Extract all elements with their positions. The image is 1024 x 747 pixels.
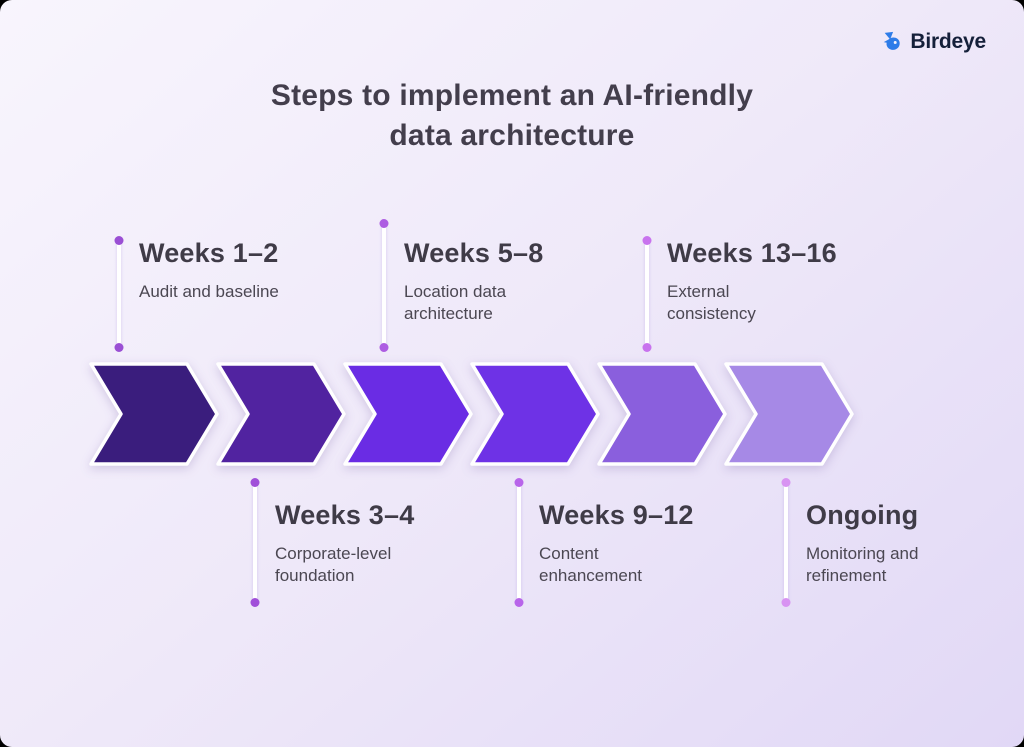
connector-weeks-5-8 — [379, 219, 389, 352]
milestone-weeks-13-16: Weeks 13–16 External consistency — [667, 238, 837, 325]
timeline-dot — [642, 236, 652, 245]
timeline-dot — [514, 478, 524, 487]
timeline-dot — [514, 598, 524, 607]
timeline-dot — [114, 236, 124, 245]
connector-ongoing — [781, 478, 791, 607]
milestone-subtitle: External consistency — [667, 282, 756, 323]
timeline-dot — [379, 219, 389, 228]
timeline-dot — [114, 343, 124, 352]
timeline-dot — [250, 598, 260, 607]
milestone-heading: Weeks 13–16 — [667, 238, 837, 268]
timeline-dot — [379, 343, 389, 352]
chevron-stage-6 — [724, 362, 854, 466]
milestone-subtitle: Location data architecture — [404, 282, 507, 323]
birdeye-bird-icon — [881, 31, 903, 53]
birdeye-logo: Birdeye — [881, 30, 986, 54]
connector-weeks-1-2 — [114, 236, 124, 352]
connector-weeks-3-4 — [250, 478, 260, 607]
connector-weeks-13-16 — [642, 236, 652, 352]
timeline-dot — [642, 343, 652, 352]
milestone-heading: Weeks 5–8 — [404, 238, 544, 268]
milestone-subtitle: Content enhancement — [539, 544, 643, 585]
milestone-subtitle: Monitoring and refinement — [806, 544, 919, 585]
chevron-stage-3 — [343, 362, 473, 466]
timeline-dot — [781, 478, 791, 487]
milestone-ongoing: Ongoing Monitoring and refinement — [806, 500, 961, 587]
milestone-heading: Weeks 1–2 — [139, 238, 279, 268]
connector-weeks-9-12 — [514, 478, 524, 607]
milestone-subtitle: Audit and baseline — [139, 282, 279, 301]
page-title-line1: Steps to implement an AI-friendly — [270, 79, 754, 112]
timeline-dot — [250, 478, 260, 487]
milestone-weeks-3-4: Weeks 3–4 Corporate-level foundation — [275, 500, 430, 587]
milestone-heading: Ongoing — [806, 500, 919, 530]
milestone-weeks-9-12: Weeks 9–12 Content enhancement — [539, 500, 694, 587]
milestone-subtitle: Corporate-level foundation — [275, 544, 392, 585]
chevron-stage-4 — [470, 362, 600, 466]
chevron-stage-2 — [216, 362, 346, 466]
page-title-line2: data architecture — [389, 119, 635, 152]
page-title: Steps to implement an AI-friendly data a… — [0, 76, 1024, 156]
milestone-heading: Weeks 9–12 — [539, 500, 694, 530]
chevron-stage-5 — [597, 362, 727, 466]
brand-name: Birdeye — [910, 30, 986, 53]
chevron-stage-1 — [89, 362, 219, 466]
milestone-heading: Weeks 3–4 — [275, 500, 415, 530]
milestone-weeks-5-8: Weeks 5–8 Location data architecture — [404, 238, 559, 325]
timeline-dot — [781, 598, 791, 607]
milestone-weeks-1-2: Weeks 1–2 Audit and baseline — [139, 238, 279, 303]
